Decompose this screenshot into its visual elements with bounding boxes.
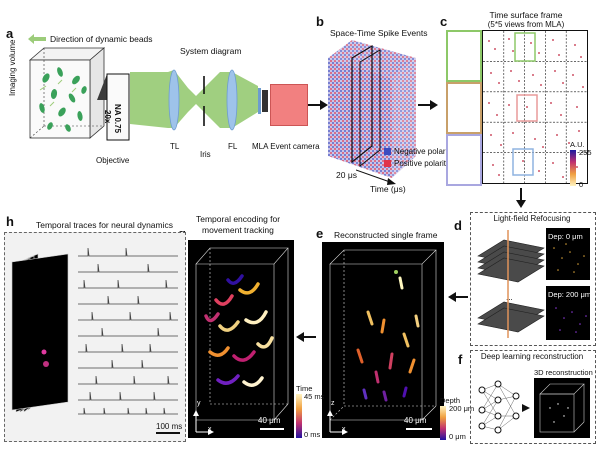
panel-label-h: h [6,214,14,229]
refocus-stack: ... [477,230,545,338]
panel-f-frame [470,350,596,444]
scale-bar-e [406,428,432,430]
reconstruction-3d-thumb [534,378,590,438]
panel-label-e: e [316,226,324,241]
panel-label-a: a [6,26,14,41]
time-axis-arrow [356,169,396,185]
arrow-left-icon-2 [448,292,468,302]
event-camera-block [270,84,308,126]
scale-bar-g [260,428,284,430]
imaging-volume-label: Imaging volume [8,39,17,96]
panel-h-title: Temporal traces for neural dynamics [36,220,174,230]
scale-text-h: 100 ms [156,422,183,431]
time-max: 45 ms [304,392,325,401]
depth-top-label: Dep: 0 μm [548,232,583,241]
panel-g-title-1: Temporal encoding for [196,214,281,224]
objective-lens [97,73,130,141]
arrow-right-icon [308,100,328,110]
au-label: A.U. [570,140,585,149]
negative-polarity-swatch [384,148,391,155]
panel-label-f: f [458,352,463,367]
panel-e-image [322,242,444,438]
iris-label: Iris [200,150,211,159]
legend-direction: Direction of dynamic beads [50,34,153,44]
panel-f-title: Deep learning reconstruction [474,352,590,361]
colorbar-c-max: 255 [579,148,592,157]
axis-zx-icon [327,410,348,435]
arrow-down-icon [516,188,526,208]
scale-text-e: 40 μm [404,416,427,425]
panel-g-title-2: movement tracking [202,225,274,235]
time-colorbar-label: Time [296,384,313,393]
positive-polarity-swatch [384,160,391,167]
fourier-lens-label: FL [228,142,238,151]
positive-polarity-label: Positive polarity [394,159,451,168]
refocus-image-bottom [546,286,590,340]
panel-f-subtitle: 3D reconstruction [534,368,593,377]
panel-label-c: c [440,14,448,29]
tube-lens-label: TL [170,142,180,151]
scale-text-g: 40 μm [258,416,281,425]
colorbar-c-min: 0 [579,180,584,189]
panel-g-image [188,240,294,438]
system-diagram-label: System diagram [180,46,242,56]
temporal-traces [78,247,178,415]
panel-c-title-1: Time surface frame [489,10,563,20]
mla-event-camera-label: MLA Event camera [252,142,320,151]
panel-c-title-2: (5*5 views from MLA) [487,20,565,29]
arrow-left-icon-3 [296,332,316,342]
depth-bottom-label: Dep: 200 μm [548,290,592,299]
negative-polarity-label: Negative polarity [394,147,454,156]
imaging-volume-cube [28,47,106,139]
time-axis-label: Time (μs) [370,184,406,194]
panel-b-title: Space-Time Spike Events [330,28,428,38]
time-unit-label: 20 μs [336,170,357,180]
axis-x-label-g: x [208,426,212,433]
objective-magnification: 20x [103,110,112,124]
view-highlight-tan [446,82,482,134]
refocus-dots: ... [506,293,513,302]
objective-label: Objective [96,156,130,165]
depth-max: 200 μm [449,404,475,413]
panel-e-title: Reconstructed single frame [334,230,438,240]
panel-label-b: b [316,14,324,29]
axis-y-label: y [197,400,201,407]
depth-min: 0 μm [449,432,466,441]
time-min: 0 ms [304,430,321,439]
arrow-right-icon-2 [418,100,438,110]
axis-x-label-e: x [342,426,346,433]
axis-z-label: z [331,400,335,407]
spike-event-volume [328,40,416,178]
arrow-left-icon [28,34,46,44]
colorbar-c [570,150,576,186]
depth-colorbar [440,406,446,440]
view-highlight-green [446,30,482,82]
frame-stack [11,253,69,412]
optical-beam-path [130,69,268,131]
time-colorbar [296,394,302,438]
neural-network-icon [478,380,530,434]
scale-bar-h [156,432,180,434]
depth-label: Depth [440,396,461,405]
refocus-image-top [546,228,590,280]
panel-d-title: Light-field Refocusing [474,214,590,223]
objective-na: NA 0.75 [113,104,122,134]
view-highlight-purple [446,134,482,186]
panel-label-d: d [454,218,462,233]
axis-yx-icon [193,410,214,435]
panel-d-frame [470,212,596,346]
